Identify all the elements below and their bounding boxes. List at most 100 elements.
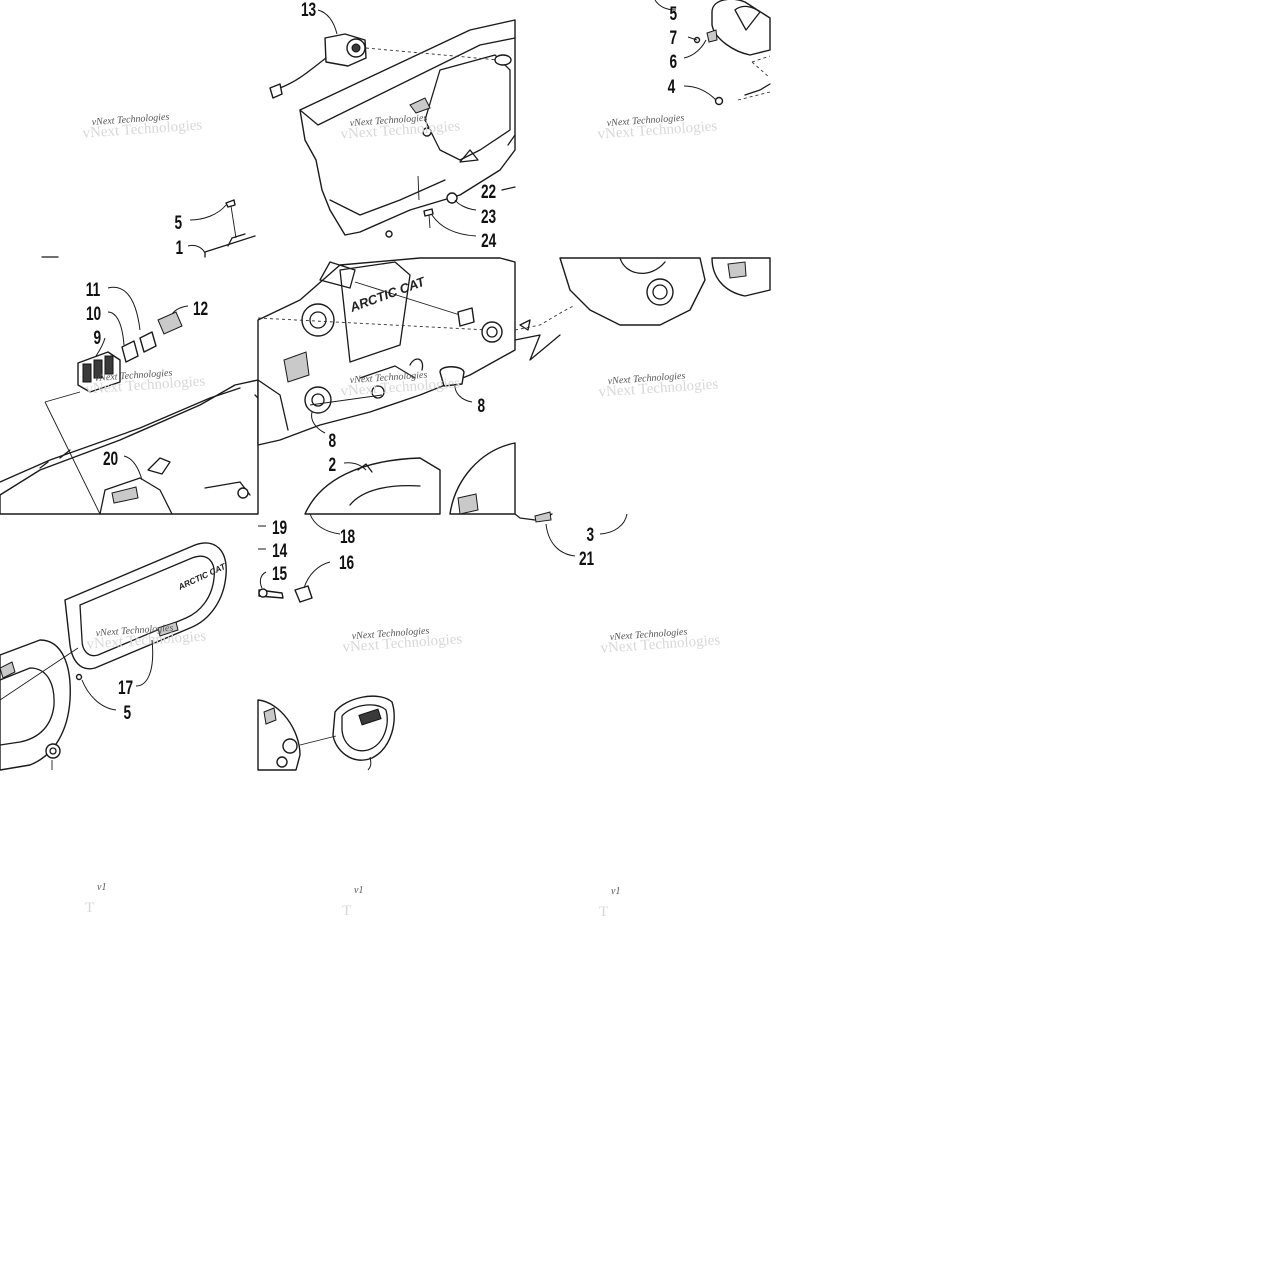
callout-24: 24 <box>481 230 497 252</box>
mount-bracket <box>744 83 771 96</box>
cover-guide-line <box>0 647 79 701</box>
watermark-1: vNext Technologies vNext Technologies <box>82 112 203 142</box>
gauge-cover-inner <box>79 555 215 657</box>
leader-8b <box>311 411 326 434</box>
pod-guide-line <box>514 304 576 331</box>
panel-bracket <box>227 233 246 247</box>
dash-pocket <box>99 477 173 515</box>
callout-8-right: 8 <box>477 395 485 417</box>
switch-cap-1 <box>121 340 139 363</box>
callout-labels: 13 5 7 6 4 5 1 22 23 24 11 10 12 9 8 8 2… <box>86 0 677 724</box>
backplate-socket <box>282 738 298 754</box>
leader-2 <box>343 462 367 471</box>
gauge-leader <box>367 756 372 771</box>
watermarks: vNext Technologies vNext Technologies vN… <box>82 112 721 920</box>
svg-text:v1: v1 <box>97 882 106 893</box>
cap-clip <box>0 661 16 679</box>
callout-5-top-left: 5 <box>174 212 182 234</box>
callout-12: 12 <box>193 298 208 320</box>
callout-1: 1 <box>175 237 183 259</box>
callout-7: 7 <box>669 27 677 49</box>
dash-hole <box>422 127 432 137</box>
switch-guide-line <box>44 391 81 403</box>
watermark-9: vNext Technologies vNext Technologies <box>600 627 721 657</box>
gauge-guide-line <box>299 735 337 746</box>
dash-crease <box>359 365 416 379</box>
lower-dash-lip <box>0 387 241 483</box>
dash-notch-right <box>507 134 516 146</box>
gauge-cover <box>64 542 227 670</box>
dash-notch <box>459 149 479 163</box>
tile-bottom-left: ARCTIC CAT <box>0 542 228 771</box>
screw-part <box>423 208 434 217</box>
callout-10: 10 <box>86 303 101 325</box>
svg-text:T: T <box>342 903 351 919</box>
small-screw <box>75 673 83 681</box>
leader-stub <box>501 186 516 191</box>
knob-part <box>439 366 465 387</box>
svg-text:vNext Technologies: vNext Technologies <box>609 627 687 643</box>
svg-text:vNext Technologies: vNext Technologies <box>351 626 429 642</box>
tile-top-left <box>41 199 256 258</box>
switch-rocker-2 <box>93 359 103 379</box>
leader-9 <box>95 337 106 357</box>
leader-lines <box>81 9 717 711</box>
dash-bump <box>409 358 424 371</box>
tile-top-middle <box>269 19 516 238</box>
peg-part <box>457 307 475 327</box>
svg-text:vNext Technologies: vNext Technologies <box>94 368 172 384</box>
callout-18: 18 <box>340 526 355 548</box>
callout-13: 13 <box>301 0 316 21</box>
callout-20: 20 <box>103 448 118 470</box>
callout-23: 23 <box>481 206 496 228</box>
svg-text:T: T <box>599 904 608 920</box>
switch-plate <box>157 311 183 335</box>
key-cap <box>294 585 313 603</box>
ignition-nut <box>494 54 512 66</box>
tile-top-right <box>654 0 771 106</box>
leader-24 <box>431 214 477 237</box>
leader-15 <box>259 571 267 589</box>
speedometer-face <box>341 704 388 752</box>
switch-cap-2 <box>139 331 157 353</box>
watermark-6: vNext Technologies vNext Technologies <box>598 371 719 401</box>
pod-bracket <box>514 334 561 361</box>
cover-clip <box>157 621 179 637</box>
watermark-12: v1 T <box>599 886 620 920</box>
peg-guide-line <box>354 281 461 316</box>
tile-center: ARCTIC CAT <box>257 257 516 515</box>
svg-text:vNext Technologies: vNext Technologies <box>349 370 427 386</box>
callout-2: 2 <box>328 454 336 476</box>
callout-17: 17 <box>118 677 133 699</box>
dash-panel-lip <box>299 37 516 126</box>
callout-15: 15 <box>272 563 287 585</box>
guide-line <box>417 175 420 201</box>
leader-10 <box>107 311 125 346</box>
dash-cluster-opening <box>339 261 411 363</box>
svg-text:vNext Technologies: vNext Technologies <box>606 113 684 129</box>
watermark-10: v1 T <box>85 882 106 916</box>
callout-14: 14 <box>272 540 288 562</box>
callout-16: 16 <box>339 552 354 574</box>
dash-hole <box>371 385 385 399</box>
watermark-8: vNext Technologies vNext Technologies <box>342 626 463 656</box>
callout-19: 19 <box>272 517 287 539</box>
tile-middle-left <box>0 311 263 515</box>
dash-edge-left <box>257 379 289 431</box>
leader-23 <box>454 199 477 211</box>
svg-text:v1: v1 <box>611 886 620 897</box>
pod-socket-inner <box>652 284 668 300</box>
dash-grommet <box>237 487 249 499</box>
callout-22: 22 <box>481 181 496 203</box>
screw-part <box>225 199 236 208</box>
callout-8-left: 8 <box>328 430 336 452</box>
dash-tab <box>409 97 431 114</box>
leader-18 <box>309 513 341 535</box>
screw-shaft <box>428 214 431 229</box>
backplate-decal <box>263 707 277 725</box>
grommet-ring <box>481 321 503 343</box>
callout-4: 4 <box>668 76 676 98</box>
speedometer-display <box>358 708 382 726</box>
switch-guide-line-2 <box>44 401 101 515</box>
screw-shaft <box>230 205 237 239</box>
